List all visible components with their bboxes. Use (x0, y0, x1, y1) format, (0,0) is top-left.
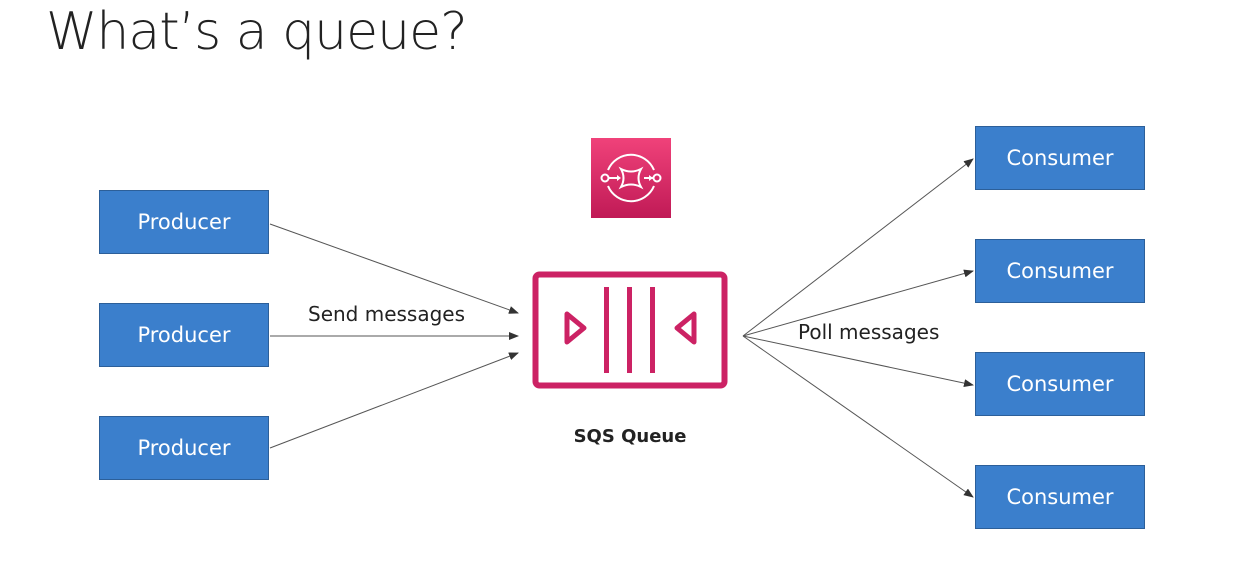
consumer-label: Consumer (1006, 372, 1114, 396)
sqs-queue-label: SQS Queue (573, 426, 687, 447)
poll-arrow-2 (742, 269, 974, 337)
producer-label: Producer (137, 436, 231, 460)
producer-box: Producer (99, 190, 269, 254)
consumer-label: Consumer (1006, 485, 1114, 509)
send-messages-label: Send messages (308, 302, 466, 326)
sqs-icon (591, 138, 671, 218)
consumer-label: Consumer (1006, 146, 1114, 170)
producer-box: Producer (99, 303, 269, 367)
producer-label: Producer (137, 323, 231, 347)
send-arrow-3 (269, 352, 519, 449)
consumer-box: Consumer (975, 465, 1145, 529)
poll-messages-label: Poll messages (798, 320, 940, 344)
poll-arrow-4 (742, 335, 974, 498)
page-title: What’s a queue? (46, 2, 468, 62)
consumer-box: Consumer (975, 126, 1145, 190)
poll-arrow-1 (742, 158, 974, 337)
send-arrow-1 (269, 223, 519, 314)
consumer-label: Consumer (1006, 259, 1114, 283)
producer-box: Producer (99, 416, 269, 480)
consumer-box: Consumer (975, 352, 1145, 416)
poll-arrow-3 (742, 335, 974, 388)
consumer-box: Consumer (975, 239, 1145, 303)
producer-label: Producer (137, 210, 231, 234)
queue-icon (532, 271, 728, 389)
